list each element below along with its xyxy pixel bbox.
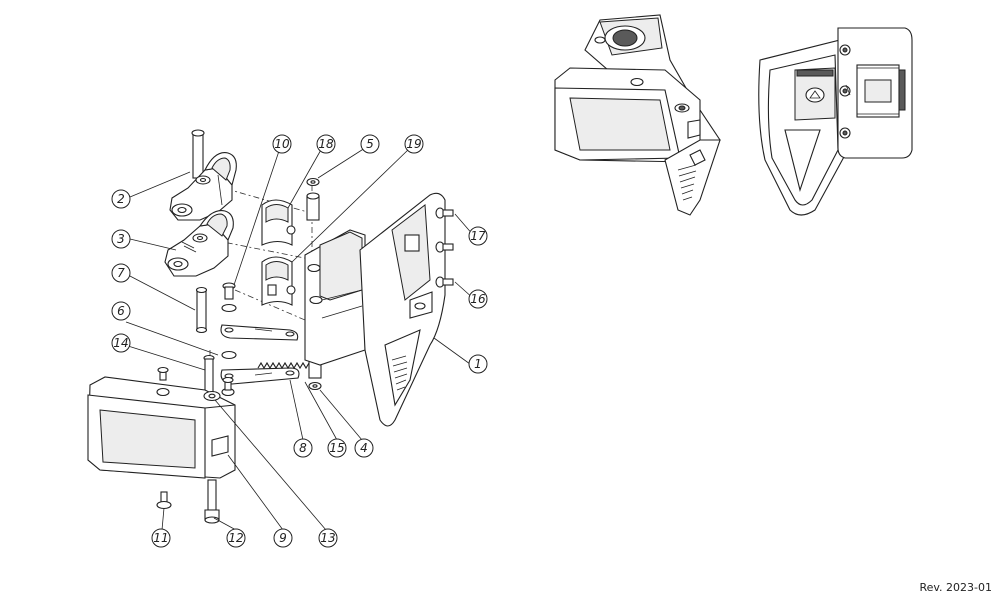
part-11-screw xyxy=(156,491,172,510)
part-16-screws xyxy=(435,241,454,288)
svg-text:8: 8 xyxy=(299,441,307,455)
part-8-link-arm xyxy=(220,350,300,385)
callout-10: 10 xyxy=(272,134,292,154)
svg-text:5: 5 xyxy=(366,137,374,151)
callout-13: 13 xyxy=(318,528,338,548)
callout-12: 12 xyxy=(226,528,246,548)
callout-17: 17 xyxy=(468,226,488,246)
callout-5: 5 xyxy=(360,134,380,154)
callout-16: 16 xyxy=(468,289,488,309)
assembled-side-view xyxy=(758,27,913,216)
svg-text:15: 15 xyxy=(329,441,344,455)
part-12-bolt xyxy=(204,479,220,524)
svg-text:9: 9 xyxy=(279,531,287,545)
svg-text:13: 13 xyxy=(320,531,335,545)
part-15-spring xyxy=(257,361,310,370)
svg-text:14: 14 xyxy=(113,336,128,350)
callouts: 1 2 3 4 5 6 7 8 xyxy=(111,134,488,548)
callout-2: 2 xyxy=(111,189,131,209)
svg-text:17: 17 xyxy=(470,229,486,243)
callout-18: 18 xyxy=(316,134,336,154)
part-5-washer-and-spacer xyxy=(306,177,320,221)
svg-text:1: 1 xyxy=(474,357,482,371)
part-9-housing xyxy=(87,366,236,479)
svg-text:4: 4 xyxy=(360,441,368,455)
part-2-upper-bracket xyxy=(169,129,237,221)
part-3-lower-bracket xyxy=(164,210,234,277)
revision-label: Rev. 2023-01 xyxy=(919,581,992,594)
svg-text:6: 6 xyxy=(117,304,125,318)
callout-19: 19 xyxy=(404,134,424,154)
part-18-half-clamp xyxy=(261,199,296,246)
svg-text:3: 3 xyxy=(117,232,125,246)
svg-text:18: 18 xyxy=(318,137,334,151)
part-1-main-body xyxy=(304,192,446,427)
callout-3: 3 xyxy=(111,229,131,249)
svg-text:11: 11 xyxy=(153,531,168,545)
callout-11: 11 xyxy=(151,528,171,548)
assembled-3d-view xyxy=(554,14,721,216)
svg-text:19: 19 xyxy=(406,137,421,151)
svg-text:7: 7 xyxy=(117,266,125,280)
part-17-screw xyxy=(435,207,454,219)
svg-text:16: 16 xyxy=(470,292,486,306)
callout-9: 9 xyxy=(273,528,293,548)
part-14-bolt xyxy=(203,354,215,395)
part-19-half-clamp xyxy=(261,256,296,306)
svg-text:12: 12 xyxy=(228,531,243,545)
part-6-link-arm xyxy=(220,303,299,341)
callout-4: 4 xyxy=(354,438,374,458)
part-7-pin xyxy=(195,286,208,334)
callout-15: 15 xyxy=(327,438,347,458)
callout-8: 8 xyxy=(293,438,313,458)
callout-6: 6 xyxy=(111,301,131,321)
callout-7: 7 xyxy=(111,263,131,283)
callout-1: 1 xyxy=(468,354,488,374)
svg-text:10: 10 xyxy=(274,137,290,151)
callout-14: 14 xyxy=(111,333,131,353)
svg-text:2: 2 xyxy=(117,192,125,206)
part-10-screw xyxy=(222,282,236,300)
